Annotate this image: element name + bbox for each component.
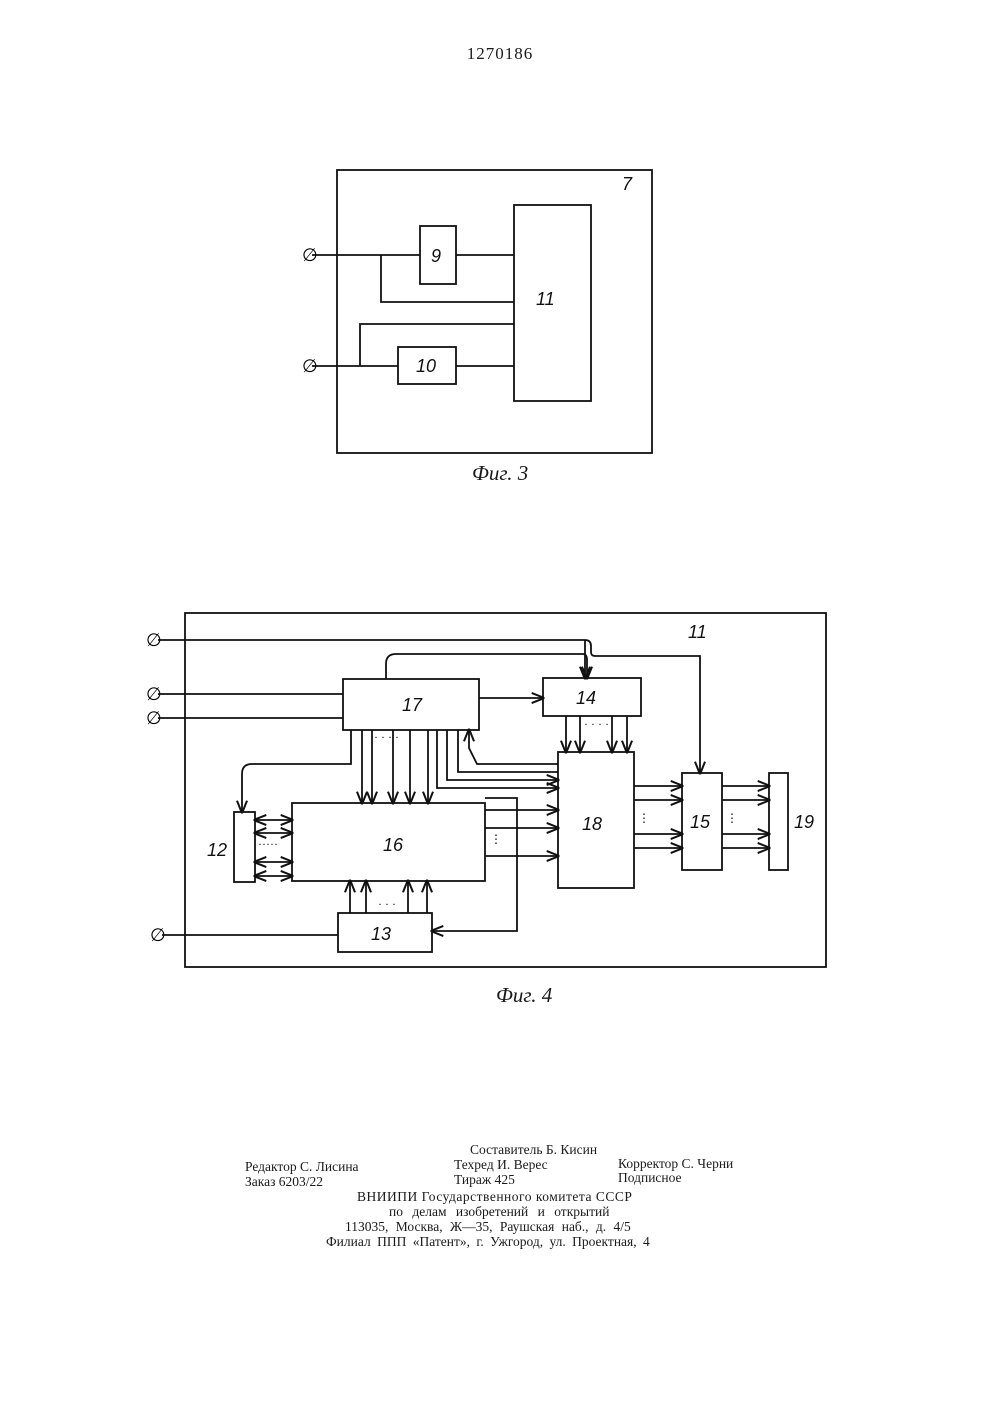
imprint-subscription: Подписное	[618, 1170, 682, 1186]
imprint-line3: 113035, Москва, Ж—35, Раушская наб., д. …	[345, 1219, 631, 1235]
fig4-outer-label: 11	[688, 622, 707, 642]
fig4-block-19-label: 19	[794, 812, 814, 832]
fig4-block-12	[234, 812, 255, 882]
fig4-block-19	[769, 773, 788, 870]
imprint-compiler: Составитель Б. Кисин	[470, 1142, 597, 1158]
fig4-block-14-label: 14	[576, 688, 596, 708]
fig4-caption: Фиг. 4	[496, 983, 552, 1008]
fig3-block-11-label: 11	[536, 289, 555, 309]
imprint-techred: Техред И. Верес	[454, 1157, 548, 1173]
imprint-editor: Редактор С. Лисина	[245, 1159, 359, 1175]
fig3-block-10-label: 10	[416, 356, 436, 376]
fig3-block-9-label: 9	[431, 246, 441, 266]
svg-text:⋮: ⋮	[726, 811, 738, 825]
imprint-line1: ВНИИПИ Государственного комитета СССР	[357, 1189, 632, 1205]
fig3-input-terminal-top: ∅	[302, 245, 318, 266]
svg-text:⋮: ⋮	[490, 832, 502, 846]
imprint-line4: Филиал ППП «Патент», г. Ужгород, ул. Про…	[326, 1234, 650, 1250]
svg-text:·····: ·····	[258, 837, 278, 851]
imprint-line2: по делам изобретений и открытий	[389, 1204, 609, 1220]
svg-text:⋮: ⋮	[638, 811, 650, 825]
fig4-block-16-label: 16	[383, 835, 404, 855]
fig3-caption: Фиг. 3	[472, 461, 528, 486]
fig3-input-terminal-bottom: ∅	[302, 356, 318, 377]
fig3-outer-label: 7	[622, 174, 633, 194]
fig4-block-12-label: 12	[207, 840, 227, 860]
svg-text:· · · ·: · · · ·	[584, 717, 609, 731]
fig4-diagram: 11 17 14 16 12 18 15 19 13 ∅ ∅ ∅ ∅	[146, 613, 826, 967]
svg-text:· · ·: · · ·	[378, 897, 396, 911]
fig3-outer-block	[337, 170, 652, 453]
imprint-order: Заказ 6203/22	[245, 1174, 323, 1190]
fig4-block-18-label: 18	[582, 814, 602, 834]
fig4-outer-block	[185, 613, 826, 967]
fig3-diagram: 7 9 10 11 ∅ ∅	[302, 170, 652, 453]
fig4-block-13-label: 13	[371, 924, 391, 944]
svg-text:· · · ·: · · · ·	[374, 730, 399, 744]
fig4-block-17-label: 17	[402, 695, 423, 715]
fig4-block-15-label: 15	[690, 812, 711, 832]
imprint-circulation: Тираж 425	[454, 1172, 515, 1188]
